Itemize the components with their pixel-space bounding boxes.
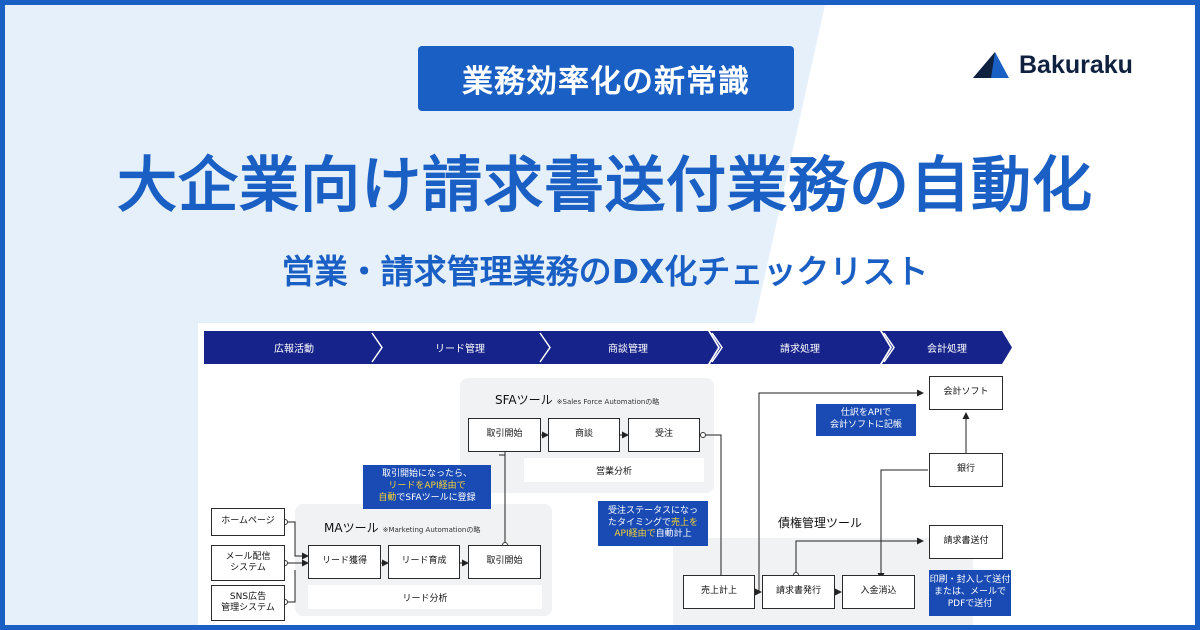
source-mail-system: メール配信 システム bbox=[211, 545, 285, 581]
sfa-subtitle: ※Sales Force Automationの略 bbox=[556, 398, 660, 406]
note-highlight: API経由で bbox=[614, 529, 656, 540]
note-line: 印刷・封入して送付 bbox=[929, 575, 1011, 586]
note-line: 仕訳をAPIで bbox=[840, 408, 892, 419]
workflow-diagram: 広報活動 リード管理 商談管理 請求処理 会計処理 bbox=[198, 323, 1020, 625]
sfa-step-negotiation: 商談 bbox=[548, 418, 620, 452]
ma-step-lead-acquire: リード獲得 bbox=[308, 545, 381, 579]
note-highlight: 売上を bbox=[671, 517, 699, 528]
triangle-logo-icon bbox=[973, 52, 1009, 78]
credit-title: 債権管理ツール bbox=[778, 516, 863, 530]
sfa-title-text: SFAツール bbox=[495, 393, 553, 407]
note-line: または、メールで bbox=[933, 587, 1006, 598]
headline: 大企業向け請求書送付業務の自動化 bbox=[117, 151, 1093, 221]
stage-label: 広報活動 bbox=[274, 344, 314, 355]
note-line: 会計ソフトに記帳 bbox=[829, 420, 902, 430]
stage-label: 請求処理 bbox=[780, 344, 820, 355]
stage-chevron: 商談管理 bbox=[538, 331, 718, 364]
note-text: 自動計上 bbox=[655, 529, 692, 540]
sfa-step-deal-start: 取引開始 bbox=[468, 418, 541, 452]
stage-chevron: 会計処理 bbox=[882, 331, 1012, 364]
ma-title: MAツール※Marketing Automationの略 bbox=[324, 519, 480, 536]
stage-chevron: リード管理 bbox=[370, 331, 550, 364]
note-line: PDFで送付 bbox=[947, 598, 993, 609]
brand: Bakuraku bbox=[971, 50, 1133, 80]
sfa-analysis: 営業分析 bbox=[524, 458, 704, 482]
note-text: たタイミングで bbox=[607, 517, 671, 528]
ma-title-text: MAツール bbox=[324, 521, 379, 535]
note-order-status: 受注ステータスになっ たタイミングで売上を API経由で自動計上 bbox=[598, 501, 708, 546]
connector-lines bbox=[285, 389, 970, 603]
ma-subtitle: ※Marketing Automationの略 bbox=[382, 526, 481, 534]
note-line: 自動でSFAツールに登録 bbox=[378, 493, 475, 505]
stage-chevron: 広報活動 bbox=[204, 331, 384, 364]
note-line: たタイミングで売上を bbox=[608, 518, 698, 530]
invoice-send: 請求書送付 bbox=[929, 525, 1003, 559]
stage-chevron: 請求処理 bbox=[710, 331, 890, 364]
brand-name: Bakuraku bbox=[1019, 50, 1133, 79]
note-send-method: 印刷・封入して送付 または、メールで PDFで送付 bbox=[929, 570, 1011, 616]
credit-step-payment-match: 入金消込 bbox=[842, 575, 915, 609]
stage-label: 商談管理 bbox=[608, 344, 648, 355]
source-sns-ad-system: SNS広告 管理システム bbox=[211, 585, 285, 621]
subline: 営業・請求管理業務のDX化チェックリスト bbox=[281, 252, 929, 291]
credit-step-sales-record: 売上計上 bbox=[683, 575, 755, 609]
ma-step-deal-start: 取引開始 bbox=[468, 545, 541, 579]
note-highlight: 自動 bbox=[378, 492, 397, 503]
sfa-title: SFAツール※Sales Force Automationの略 bbox=[495, 391, 659, 408]
note-journal-api: 仕訳をAPIで 会計ソフトに記帳 bbox=[816, 404, 916, 436]
ma-analysis: リード分析 bbox=[308, 585, 542, 609]
tagline-badge: 業務効率化の新常識 bbox=[418, 46, 794, 111]
note-line: API経由で自動計上 bbox=[614, 529, 691, 541]
note-api-lead: 取引開始になったら、 リードをAPI経由で 自動でSFAツールに登録 bbox=[363, 465, 491, 509]
sfa-step-order: 受注 bbox=[628, 418, 700, 452]
connector-dot bbox=[700, 432, 706, 438]
note-line: 受注ステータスになっ bbox=[607, 505, 698, 516]
source-homepage: ホームページ bbox=[211, 508, 285, 536]
ma-step-lead-nurture: リード育成 bbox=[388, 545, 460, 579]
note-line: リードをAPI経由で bbox=[388, 481, 466, 492]
note-text: でSFAツールに登録 bbox=[396, 492, 476, 503]
stage-label: リード管理 bbox=[435, 344, 485, 355]
stage-label: 会計処理 bbox=[927, 344, 967, 355]
credit-step-invoice-issue: 請求書発行 bbox=[762, 575, 835, 609]
bank: 銀行 bbox=[929, 453, 1003, 487]
note-line: 取引開始になったら、 bbox=[381, 469, 472, 480]
accounting-software: 会計ソフト bbox=[929, 376, 1003, 410]
